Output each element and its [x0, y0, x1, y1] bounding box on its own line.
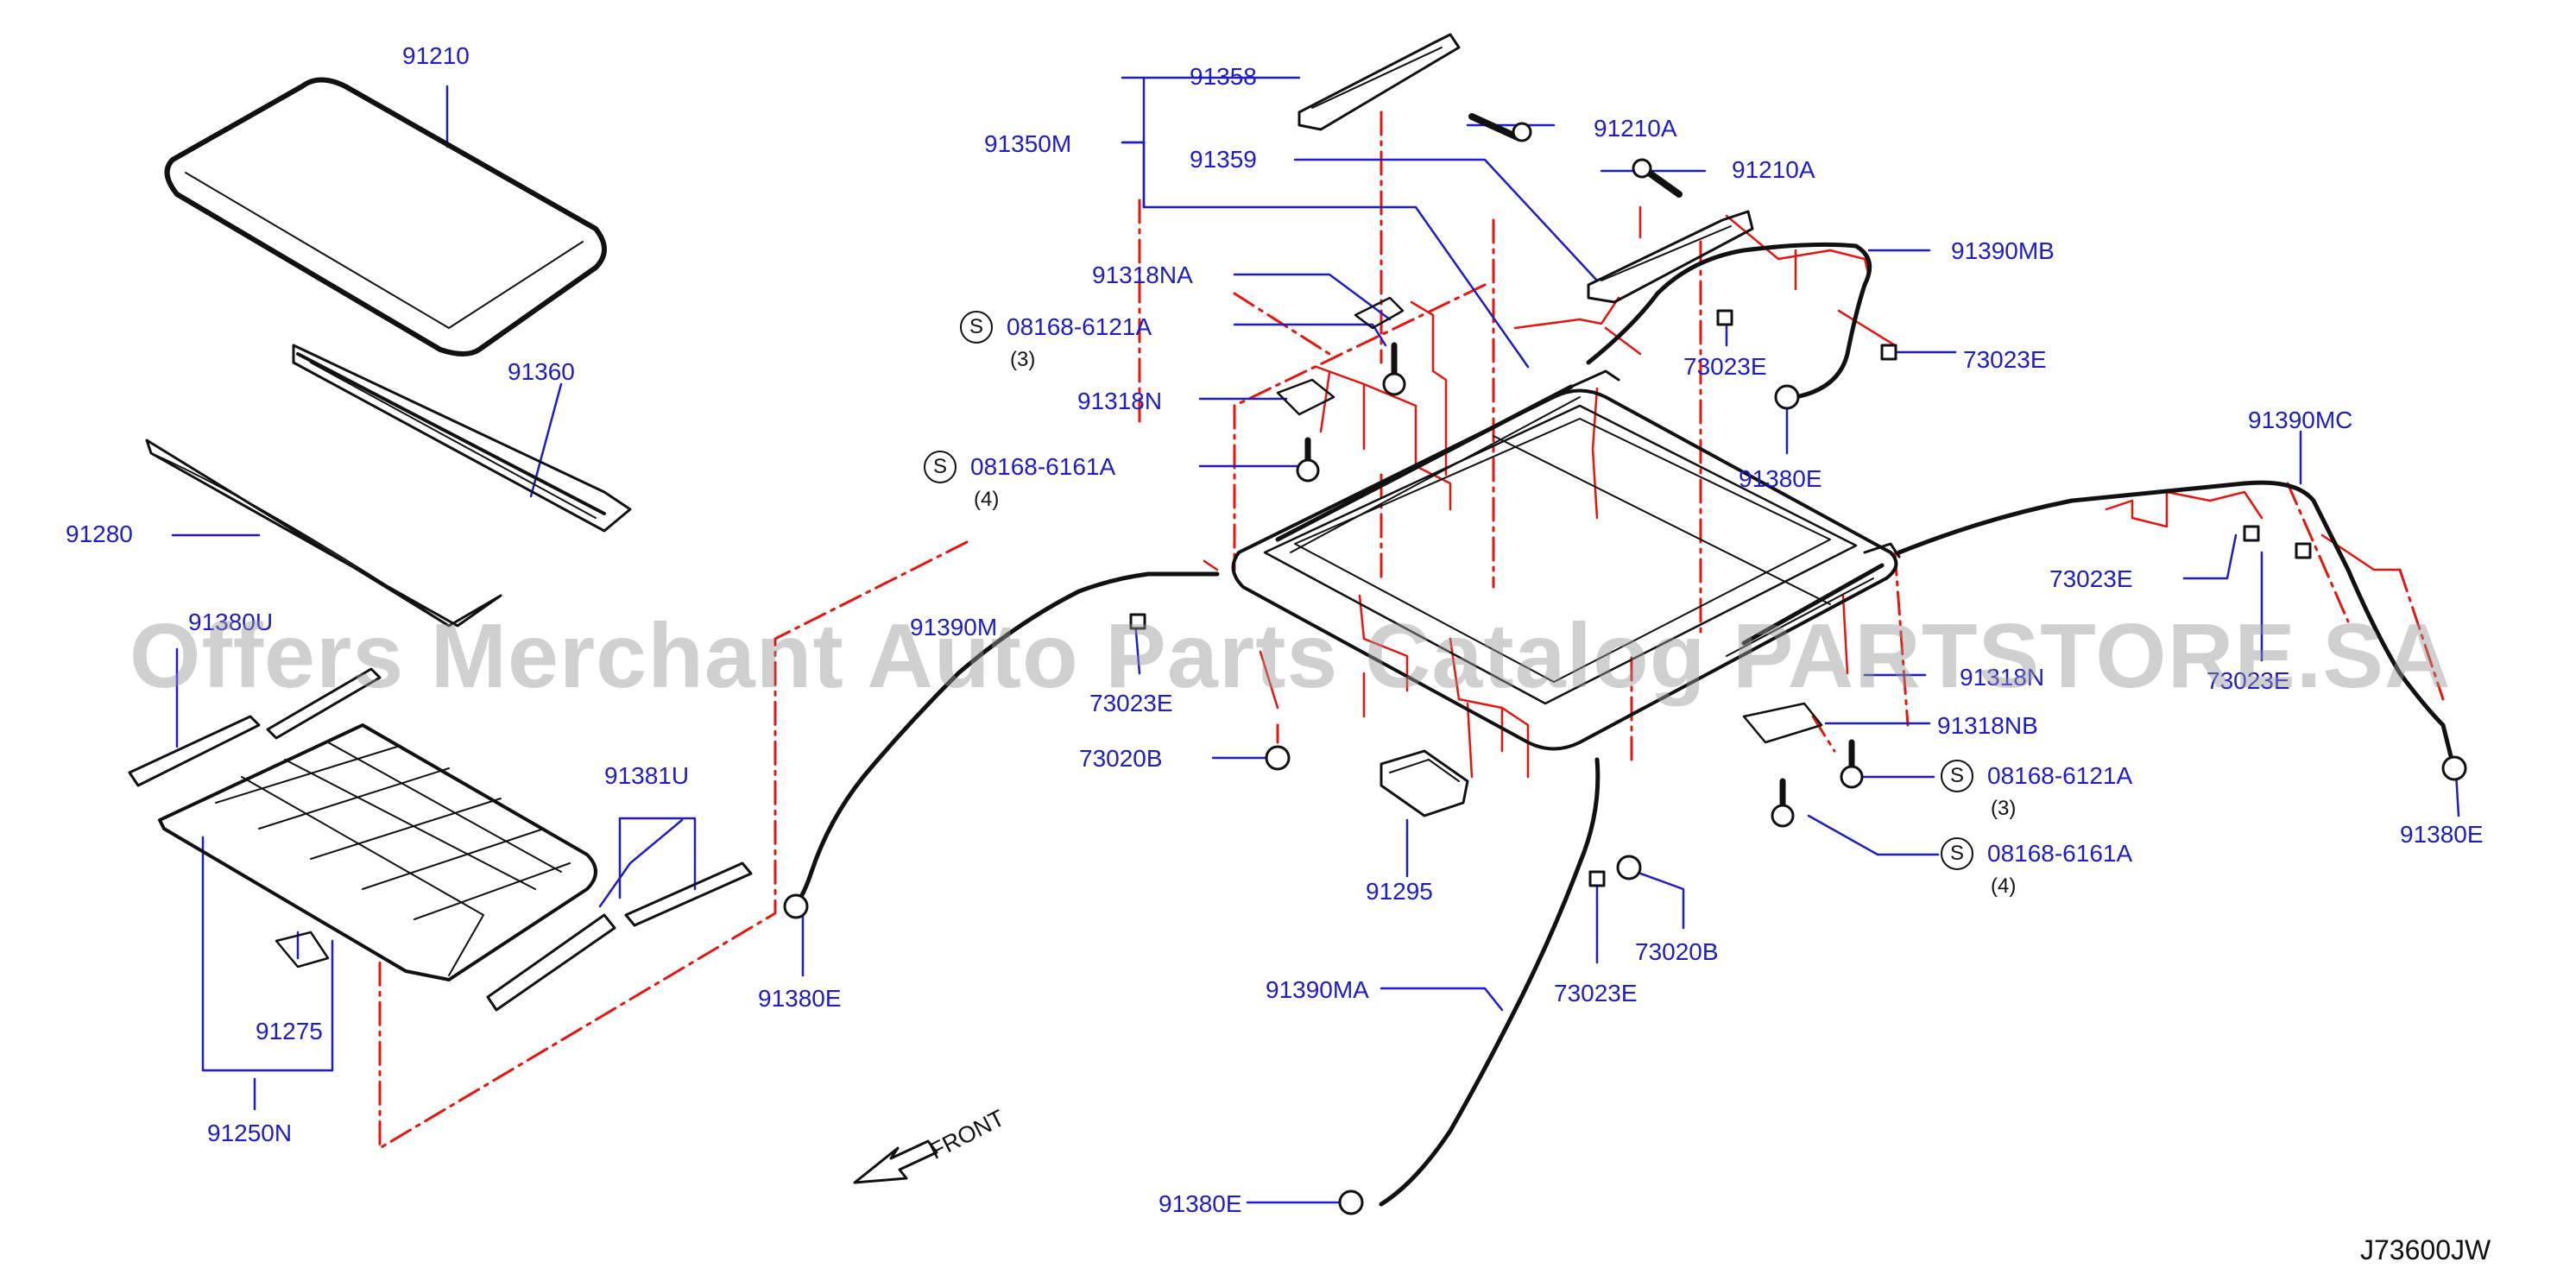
- s-badge-3: S: [1941, 760, 1973, 792]
- label-08168-6121a-2: 08168-6121A: [1987, 762, 2133, 789]
- label-91360: 91360: [508, 358, 575, 385]
- label-08168-6121a-1: 08168-6121A: [1007, 313, 1152, 340]
- bolt-91210a-2-icon: [1632, 158, 1683, 198]
- s-badge-2: S: [924, 451, 957, 483]
- label-91358: 91358: [1190, 63, 1257, 90]
- clip-73020b-2-icon: [1616, 855, 1642, 880]
- label-91318n: 91318N: [1077, 388, 1163, 414]
- bracket-91359: [1587, 210, 1754, 304]
- deflector-91360: [292, 344, 632, 533]
- sunshade-91250n: [158, 723, 597, 981]
- label-73023e-5: 73023E: [2207, 667, 2290, 694]
- screw-08168-6161a-2-icon: [1771, 778, 1795, 828]
- s-badge-4: S: [1941, 837, 1973, 870]
- bolt-91210a-1-icon: [1468, 113, 1532, 142]
- label-91275: 91275: [256, 1018, 323, 1044]
- clip-73023e-4-icon: [2243, 525, 2260, 542]
- strips-91381u: [486, 861, 753, 1012]
- label-08168-6161a-2: 08168-6161A: [1987, 840, 2133, 867]
- label-91318nb: 91318NB: [1937, 712, 2038, 739]
- pad-91275: [275, 931, 330, 969]
- watermark: Offers Merchant Auto Parts Catalog PARTS…: [129, 605, 2452, 707]
- label-91390mb: 91390MB: [1951, 237, 2055, 264]
- grommet-91380e-3-icon: [2441, 755, 2467, 781]
- label-91390mc: 91390MC: [2248, 407, 2353, 433]
- label-91318n-2: 91318N: [1960, 664, 2045, 691]
- label-91350m: 91350M: [984, 130, 1072, 157]
- phantom-lines: [378, 110, 2445, 1150]
- leader-lines: [171, 76, 2460, 1204]
- qty-4: (4): [1991, 874, 2017, 898]
- label-91380e-1: 91380E: [758, 985, 842, 1012]
- bracket-91318n: [1276, 378, 1335, 416]
- label-91390m: 91390M: [910, 614, 998, 640]
- label-73020b-1: 73020B: [1079, 745, 1163, 772]
- clip-73023e-6-icon: [1588, 870, 1606, 887]
- red-connector-frames: [1203, 205, 2402, 779]
- grommet-91380e-1-icon: [783, 893, 809, 919]
- label-91318na: 91318NA: [1092, 262, 1193, 288]
- label-73023e-2: 73023E: [1683, 353, 1767, 380]
- screw-08168-6121a-1-icon: [1382, 342, 1406, 396]
- hose-91390mb: [1586, 242, 1872, 400]
- qty-1: (3): [1010, 348, 1036, 371]
- label-91210a-2: 91210A: [1732, 156, 1815, 183]
- glass-panel-91210: [164, 77, 607, 357]
- front-arrow-icon: [853, 1139, 938, 1184]
- label-91210a-1: 91210A: [1594, 115, 1677, 142]
- label-08168-6161a-1: 08168-6161A: [970, 453, 1116, 480]
- label-73023e-3: 73023E: [1963, 346, 2047, 373]
- s-badge-1: S: [960, 311, 993, 344]
- clip-73023e-5-icon: [2295, 542, 2312, 559]
- hose-91390ma: [1379, 757, 1601, 1207]
- label-91280: 91280: [66, 521, 133, 547]
- part-outlines: [128, 33, 2467, 1215]
- diagram-code: J73600JW: [2360, 1234, 2491, 1265]
- label-91210: 91210: [402, 42, 470, 69]
- label-91381u: 91381U: [604, 762, 690, 789]
- clip-73023e-1-icon: [1129, 613, 1146, 630]
- grommet-91380e-2-icon: [1774, 384, 1800, 410]
- qty-3: (3): [1991, 797, 2017, 820]
- hose-91390m: [792, 571, 1220, 909]
- clip-73023e-3-icon: [1880, 344, 1897, 361]
- label-73020b-2: 73020B: [1635, 938, 1719, 965]
- label-91380e-4: 91380E: [1159, 1190, 1242, 1217]
- clip-73023e-2-icon: [1716, 309, 1733, 326]
- bracket-91358: [1297, 33, 1461, 131]
- label-91295: 91295: [1366, 878, 1433, 905]
- screw-08168-6121a-2-icon: [1840, 739, 1864, 789]
- label-91390ma: 91390MA: [1266, 976, 1369, 1003]
- label-73023e-6: 73023E: [1554, 980, 1638, 1006]
- clip-73020b-1-icon: [1265, 745, 1291, 771]
- screw-08168-6161a-1-icon: [1296, 437, 1320, 483]
- label-73023e-4: 73023E: [2049, 565, 2133, 592]
- bracket-91318nb: [1742, 702, 1823, 744]
- label-73023e-1: 73023E: [1089, 690, 1173, 716]
- sunroof-frame: [1231, 369, 1901, 751]
- label-91380e-3: 91380E: [2400, 821, 2484, 848]
- qty-2: (4): [974, 488, 1000, 511]
- label-91250n: 91250N: [207, 1120, 293, 1146]
- strips-91380u: [128, 667, 382, 787]
- hose-91390mc: [1897, 480, 2454, 762]
- bracket-91318na: [1354, 296, 1405, 330]
- trough-91280: [145, 439, 502, 628]
- label-91359: 91359: [1190, 146, 1257, 173]
- label-91380u: 91380U: [188, 609, 274, 635]
- motor-91295: [1380, 749, 1469, 817]
- grommet-91380e-4-icon: [1338, 1190, 1364, 1215]
- label-91380e-2: 91380E: [1739, 465, 1822, 492]
